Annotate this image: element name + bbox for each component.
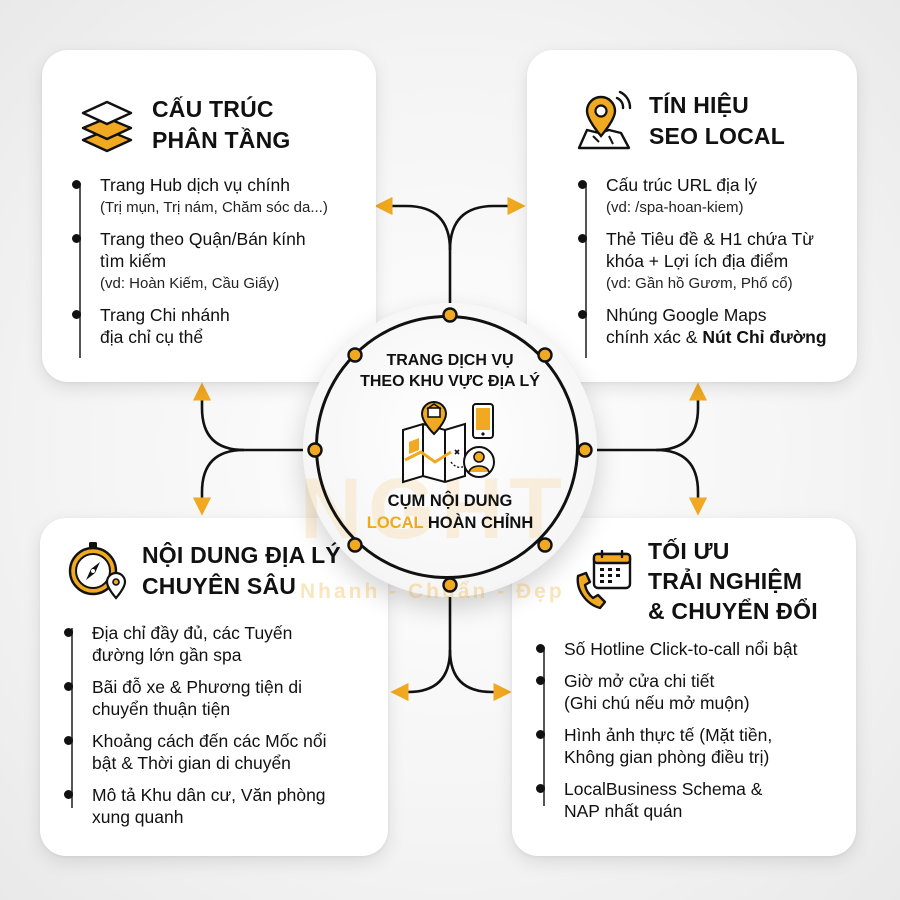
bullet-rail: [543, 650, 545, 806]
center-content: TRANG DỊCH VỤ THEO KHU VỰC ĐỊA LÝ CỤM NỘ…: [330, 350, 570, 534]
list-item: Số Hotline Click-to-call nổi bật: [536, 638, 850, 660]
connector-left: [192, 382, 303, 452]
list-item: Trang Chi nhánh địa chỉ cụ thể: [72, 304, 366, 348]
bullet-rail: [585, 186, 587, 358]
card-seo-local-signals: TÍN HIỆU SEO LOCAL Cấu trúc URL địa lý (…: [527, 50, 857, 382]
list-item: Mô tả Khu dân cư, Văn phòng xung quanh: [64, 784, 378, 828]
card-experience-conversion: TỐI ƯU TRẢI NGHIỆM & CHUYỂN ĐỔI Số Hotli…: [512, 518, 856, 856]
list-item: Khoảng cách đến các Mốc nổi bật & Thời g…: [64, 730, 378, 774]
list-item: Trang theo Quận/Bán kính tìm kiếm (vd: H…: [72, 228, 366, 294]
connector-bottom: [390, 597, 452, 702]
watermark-slogan: Nhanh - Chuẩn - Đẹp: [300, 580, 565, 603]
list-item: Trang Hub dịch vụ chính (Trị mụn, Trị ná…: [72, 174, 366, 218]
layers-icon: [81, 100, 133, 153]
card-title: TỐI ƯU TRẢI NGHIỆM & CHUYỂN ĐỔI: [648, 538, 818, 624]
list-item: Giờ mở cửa chi tiết (Ghi chú nếu mở muộn…: [536, 670, 850, 714]
card-title: TÍN HIỆU SEO LOCAL: [649, 92, 785, 149]
list-item: Hình ảnh thực tế (Mặt tiền, Không gian p…: [536, 724, 850, 768]
list-item: Địa chỉ đầy đủ, các Tuyến đường lớn gần …: [64, 622, 378, 666]
phone-calendar-icon: [576, 550, 632, 610]
card-title: CẤU TRÚC PHÂN TẦNG: [152, 96, 291, 153]
store-map-phone-icon: [402, 401, 495, 484]
center-title: TRANG DỊCH VỤ THEO KHU VỰC ĐỊA LÝ: [360, 352, 540, 390]
card-layered-structure: CẤU TRÚC PHÂN TẦNG Trang Hub dịch vụ chí…: [42, 50, 376, 382]
list-item: Bãi đỗ xe & Phương tiện di chuyển thuận …: [64, 676, 378, 720]
compass-pin-icon: [68, 542, 127, 600]
connector-top: [374, 196, 452, 303]
map-pin-signal-icon: [577, 90, 632, 150]
list-item: Cấu trúc URL địa lý (vd: /spa-hoan-kiem): [578, 174, 852, 218]
bullet-rail: [71, 628, 73, 808]
connector-right: [597, 382, 708, 452]
card-geo-content: NỘI DUNG ĐỊA LÝ CHUYÊN SÂU Địa chỉ đầy đ…: [40, 518, 388, 856]
list-item: LocalBusiness Schema & NAP nhất quán: [536, 778, 850, 822]
bullet-rail: [79, 186, 81, 358]
list-item: Nhúng Google Maps chính xác & Nút Chỉ đư…: [578, 304, 852, 348]
card-title: NỘI DUNG ĐỊA LÝ CHUYÊN SÂU: [142, 542, 341, 599]
list-item: Thẻ Tiêu đề & H1 chứa Từ khóa + Lợi ích …: [578, 228, 852, 294]
center-subtitle: CỤM NỘI DUNG LOCAL HOÀN CHỈNH: [366, 492, 534, 532]
